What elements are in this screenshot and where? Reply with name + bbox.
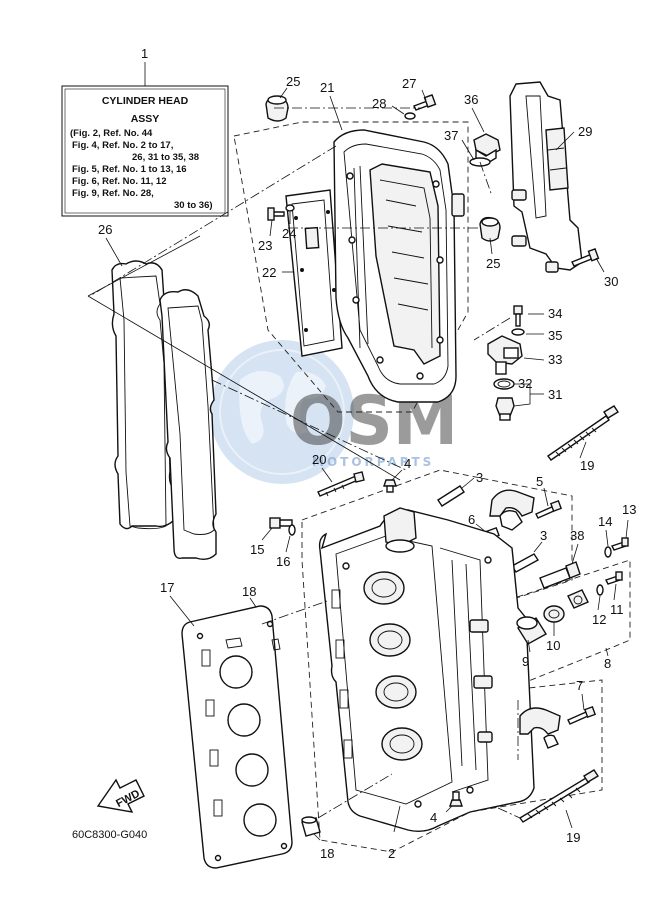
bolt-20: 20 bbox=[312, 452, 365, 497]
callout-36: 36 bbox=[464, 92, 478, 107]
combustion-chambers bbox=[363, 571, 423, 761]
callout-18-lower: 18 bbox=[320, 846, 334, 861]
bolt-30: 30 bbox=[571, 248, 618, 289]
callout-25-top: 25 bbox=[286, 74, 300, 89]
callout-14: 14 bbox=[598, 514, 612, 529]
callout-37: 37 bbox=[444, 128, 458, 143]
callout-22: 22 bbox=[262, 265, 276, 280]
callout-24: 24 bbox=[282, 226, 296, 241]
breather-plate: 22 bbox=[262, 189, 343, 357]
callout-4-lower: 4 bbox=[430, 810, 437, 825]
callout-4-upper: 4 bbox=[404, 456, 411, 471]
dowel-18-lower: 18 bbox=[301, 816, 334, 861]
long-bolt-upper: 19 bbox=[547, 405, 619, 473]
callout-26: 26 bbox=[98, 222, 112, 237]
callout-18-upper: 18 bbox=[242, 584, 256, 599]
callout-9: 9 bbox=[522, 654, 529, 669]
dowel-lower: 3 bbox=[510, 528, 547, 573]
callout-33: 33 bbox=[548, 352, 562, 367]
callout-11: 11 bbox=[610, 602, 624, 617]
watermark-tagline: MOTORPARTS bbox=[312, 455, 434, 469]
cylinder-head-cover: 21 bbox=[320, 80, 465, 403]
callout-23: 23 bbox=[258, 238, 272, 253]
long-bolt-lower: 19 bbox=[518, 769, 599, 845]
callout-38: 38 bbox=[570, 528, 584, 543]
clamp-lower: 7 bbox=[519, 678, 597, 749]
callout-3-lower: 3 bbox=[540, 528, 547, 543]
callout-7: 7 bbox=[576, 678, 583, 693]
info-box-title: CYLINDER HEAD bbox=[102, 95, 189, 107]
callout-3-upper: 3 bbox=[476, 470, 483, 485]
callout-1: 1 bbox=[141, 46, 148, 61]
clamp-upper: 5 6 bbox=[468, 474, 563, 542]
plug-upper: 4 bbox=[383, 456, 411, 493]
cover-hardware: 25 25 27 28 23 24 bbox=[258, 74, 501, 271]
callout-6: 6 bbox=[468, 512, 475, 527]
cylinder-head: 2 bbox=[318, 507, 535, 861]
callout-30: 30 bbox=[604, 274, 618, 289]
dowel-upper: 3 bbox=[437, 470, 483, 507]
callout-17: 17 bbox=[160, 580, 174, 595]
callout-16: 16 bbox=[276, 554, 290, 569]
forward-arrow-icon: FWD bbox=[96, 778, 145, 813]
callout-20: 20 bbox=[312, 452, 326, 467]
info-box-line: (Fig. 2, Ref. No. 44 bbox=[70, 128, 153, 139]
callout-12: 12 bbox=[592, 612, 606, 627]
info-box-line: 30 to 36) bbox=[174, 200, 213, 211]
info-box-line: Fig. 9, Ref. No. 28, bbox=[72, 188, 154, 199]
callout-5: 5 bbox=[536, 474, 543, 489]
info-box-subtitle: ASSY bbox=[131, 113, 160, 125]
head-gasket: 17 bbox=[160, 580, 293, 869]
callout-8: 8 bbox=[604, 656, 611, 671]
info-box: CYLINDER HEAD ASSY (Fig. 2, Ref. No. 44 … bbox=[61, 85, 229, 217]
plug-lower: 4 bbox=[430, 791, 463, 825]
callout-21: 21 bbox=[320, 80, 334, 95]
info-box-line: 26, 31 to 35, 38 bbox=[132, 152, 199, 163]
diagram-code: 60C8300-G040 bbox=[72, 829, 147, 841]
info-box-line: Fig. 4, Ref. No. 2 to 17, bbox=[72, 140, 173, 151]
callout-13: 13 bbox=[622, 502, 636, 517]
callout-10: 10 bbox=[546, 638, 560, 653]
center-lines bbox=[89, 107, 521, 819]
callout-34: 34 bbox=[548, 306, 562, 321]
info-box-line: Fig. 6, Ref. No. 11, 12 bbox=[72, 176, 167, 187]
info-box-line: Fig. 5, Ref. No. 1 to 13, 16 bbox=[72, 164, 187, 175]
cover-gasket: 26 bbox=[87, 222, 401, 561]
callout-25-right: 25 bbox=[486, 256, 500, 271]
callout-32: 32 bbox=[518, 376, 532, 391]
callout-19-lower: 19 bbox=[566, 830, 580, 845]
bolt-15: 15 16 bbox=[250, 517, 296, 569]
oil-filler-cap: 36 37 bbox=[444, 92, 501, 167]
callout-27: 27 bbox=[402, 76, 416, 91]
callout-29: 29 bbox=[578, 124, 592, 139]
callout-19-upper: 19 bbox=[580, 458, 594, 473]
callout-31: 31 bbox=[548, 387, 562, 402]
bracket: 29 bbox=[509, 81, 592, 273]
callout-28: 28 bbox=[372, 96, 386, 111]
callout-2: 2 bbox=[388, 846, 395, 861]
callout-35: 35 bbox=[548, 328, 562, 343]
sensor-assembly-8: 38 14 13 9 10 12 11 8 bbox=[516, 502, 636, 671]
sensor-parts: 34 35 33 32 31 bbox=[487, 305, 562, 421]
callout-15: 15 bbox=[250, 542, 264, 557]
